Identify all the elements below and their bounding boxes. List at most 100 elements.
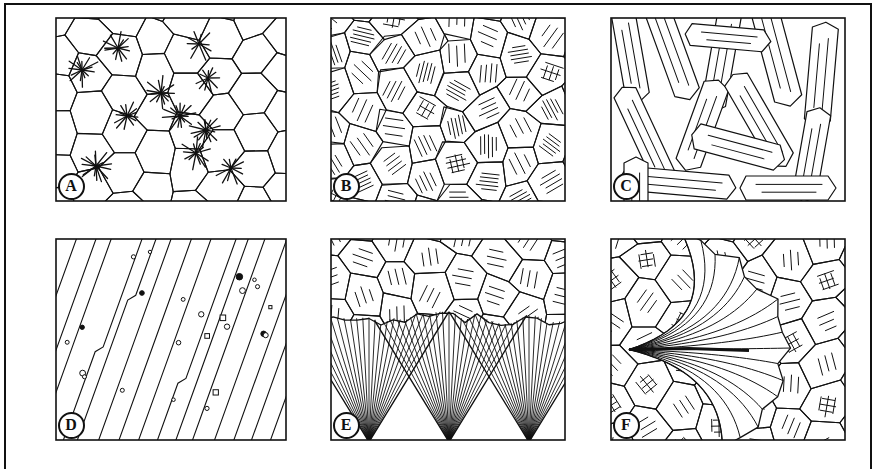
panel-letter: E — [341, 417, 352, 433]
fibre-fan — [443, 312, 449, 440]
grain-outline — [688, 122, 787, 172]
cleavage-line — [480, 181, 498, 183]
foliation-line — [174, 239, 250, 440]
inclusion-grain — [236, 273, 243, 280]
grain-outline — [526, 86, 565, 125]
cleavage-line — [403, 306, 404, 322]
cleavage-line — [628, 109, 655, 167]
cleavage-line — [510, 79, 517, 94]
cleavage-line — [686, 396, 695, 409]
needle-cluster — [180, 113, 196, 116]
grain-outline — [369, 18, 419, 40]
cleavage-line — [484, 135, 485, 154]
cleavage-line — [478, 32, 496, 40]
grain-outline — [345, 51, 379, 94]
plume-fibre — [629, 332, 782, 349]
cleavage-line — [514, 18, 522, 30]
cleavage-line — [455, 283, 470, 286]
cleavage-line — [511, 56, 531, 59]
cleavage-line — [427, 288, 434, 301]
needle-cluster — [96, 164, 111, 166]
cleavage-line — [818, 359, 822, 375]
cleavage-line — [402, 268, 406, 284]
cleavage-line — [826, 239, 828, 248]
cleavage-line — [417, 113, 428, 119]
cleavage-line — [748, 239, 760, 245]
needle-cluster — [208, 77, 220, 78]
cleavage-line — [357, 100, 366, 121]
inclusion-grain — [253, 278, 257, 282]
needle-cluster — [118, 47, 128, 48]
cleavage-line — [331, 282, 338, 287]
cleavage-line — [490, 64, 492, 83]
grain-outline — [503, 147, 539, 186]
plume-fibre — [629, 350, 762, 410]
cleavage-line — [524, 239, 534, 247]
cleavage-line — [527, 271, 530, 287]
panel-letter-circle: C — [613, 173, 640, 200]
cleavage-line — [818, 311, 834, 318]
grain-outline — [619, 242, 671, 280]
needle-cluster — [199, 44, 206, 60]
cleavage-line — [459, 306, 472, 312]
cleavage-line — [622, 30, 631, 83]
grain-outline — [370, 146, 412, 184]
grain-outline — [263, 18, 286, 58]
needle-cluster — [96, 166, 101, 182]
grain-outline — [263, 173, 286, 201]
cleavage-line — [516, 119, 524, 134]
cleavage-line — [748, 271, 764, 275]
cleavage-line — [398, 87, 405, 100]
fibre-fan — [449, 316, 526, 440]
cleavage-line — [462, 239, 466, 246]
cleavage-line — [496, 65, 497, 83]
cleavage-line — [447, 89, 466, 100]
needle-cluster — [203, 70, 208, 78]
panel-letter-circle: A — [58, 173, 85, 200]
texture-panel — [0, 0, 312, 249]
inclusion-grain — [181, 297, 185, 301]
cleavage-line — [353, 30, 374, 35]
foliation-line — [250, 239, 286, 440]
cleavage-line — [555, 294, 565, 298]
grain-outline — [99, 191, 147, 201]
grain-outline — [836, 279, 845, 323]
cleavage-line — [683, 270, 693, 280]
panel-letter-circle: F — [613, 412, 640, 439]
needle-cluster — [196, 153, 205, 167]
cleavage-line — [708, 135, 772, 152]
cleavage-line — [353, 98, 359, 112]
grain-outline — [440, 34, 478, 73]
fibre-fan — [484, 318, 529, 440]
cleavage-line — [429, 248, 432, 265]
cleavage-line — [648, 301, 657, 313]
grain-outline — [345, 20, 385, 54]
plume-fibre — [629, 350, 740, 438]
texture-panel — [275, 0, 608, 240]
cleavage-line — [524, 89, 530, 101]
cleavage-line — [748, 239, 762, 246]
cleavage-line — [352, 73, 363, 83]
cleavage-line — [331, 275, 337, 280]
cleavage-line — [542, 25, 550, 36]
grain-outline — [234, 18, 277, 40]
panel-frame — [331, 18, 565, 201]
cleavage-line — [832, 353, 836, 369]
plume-fibre — [629, 350, 722, 440]
grain-outline — [228, 73, 277, 115]
fibre-fan — [369, 312, 448, 440]
grain-outline — [467, 162, 506, 201]
cleavage-line — [331, 88, 339, 94]
cleavage-line — [820, 404, 836, 407]
grain-outline — [611, 239, 638, 260]
cleavage-line — [479, 98, 494, 105]
cleavage-line — [519, 306, 529, 313]
cleavage-line — [782, 415, 787, 428]
inclusion-grain — [65, 340, 69, 344]
cleavage-line — [361, 287, 366, 303]
needle-cluster — [121, 106, 127, 116]
cleavage-line — [446, 154, 462, 158]
cleavage-line — [421, 27, 430, 46]
cleavage-line — [335, 155, 342, 166]
cleavage-line — [509, 159, 516, 174]
